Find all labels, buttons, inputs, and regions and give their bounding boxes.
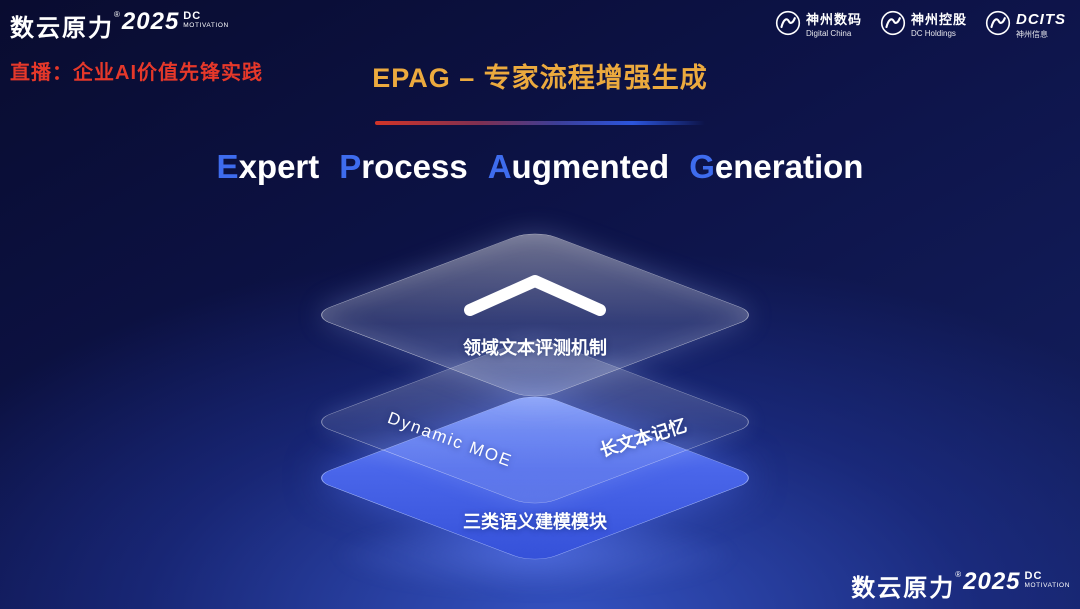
partner-name-en: DCITS <box>1016 11 1066 29</box>
brand-motivation: MOTIVATION <box>183 21 229 29</box>
word-rest: ugmented <box>511 148 670 185</box>
layer-bottom-label: 三类语义建模模块 <box>463 512 607 532</box>
partner-name-cn: 神州数码 <box>805 12 862 28</box>
partner-name-en: DC Holdings <box>910 28 956 38</box>
brand-name: 数云原力 <box>10 15 114 42</box>
layer-top-label: 领域文本评测机制 <box>463 338 607 358</box>
brand-dc: DC <box>183 10 202 22</box>
word-rest: rocess <box>361 148 468 185</box>
registered-mark: ® <box>955 570 962 579</box>
registered-mark: ® <box>114 10 120 19</box>
partner-name-cn: 神州控股 <box>910 12 967 28</box>
dcits-swoosh-icon <box>985 10 1011 41</box>
partner-dc-holdings: 神州控股 DC Holdings <box>880 10 967 41</box>
partner-dcits: DCITS 神州信息 <box>985 10 1066 41</box>
brand-name: 数云原力 <box>851 575 956 602</box>
brand-subtext: DC MOTIVATION <box>183 10 229 29</box>
partner-name-en: Digital China <box>805 28 852 38</box>
partner-digital-china: 神州数码 Digital China <box>775 10 862 41</box>
partner-text: 神州数码 Digital China <box>806 12 862 38</box>
brand-motivation: MOTIVATION <box>1024 581 1070 589</box>
slide-title: EPAG – 专家流程增强生成 <box>372 63 708 93</box>
partner-logos: 神州数码 Digital China 神州控股 DC Holdings <box>775 10 1066 41</box>
subtitle-word: Augmented <box>488 148 670 185</box>
subtitle-word: Expert <box>217 148 320 185</box>
brand-dc: DC <box>1024 570 1043 582</box>
partner-text: 神州控股 DC Holdings <box>911 12 967 38</box>
dc-holdings-swoosh-icon <box>880 10 906 41</box>
subtitle-epag: Expert Process Augmented Generation <box>0 148 1080 186</box>
subtitle-word: Generation <box>689 148 863 185</box>
word-rest: eneration <box>714 148 864 185</box>
chevron-up-icon <box>464 275 606 316</box>
live-banner: 直播：企业AI价值先锋实践 <box>10 62 263 84</box>
cap-letter: G <box>689 148 715 185</box>
cap-letter: E <box>216 148 239 185</box>
brand-subtext: DC MOTIVATION <box>1024 570 1070 589</box>
gradient-divider <box>375 121 705 125</box>
brand-logo-header: 数云原力 ® 2025 DC MOTIVATION <box>10 8 229 43</box>
brand-year: 2025 <box>963 568 1021 595</box>
word-rest: xpert <box>238 148 320 185</box>
brand-year: 2025 <box>121 8 180 35</box>
digital-china-swoosh-icon <box>775 10 801 41</box>
cap-letter: A <box>487 148 512 185</box>
subtitle-word: Process <box>339 148 467 185</box>
partner-text: DCITS 神州信息 <box>1016 11 1066 40</box>
partner-name-cn: 神州信息 <box>1016 29 1048 39</box>
brand-logo-footer: 数云原力 ® 2025 DC MOTIVATION <box>851 568 1070 603</box>
cap-letter: P <box>339 148 362 185</box>
